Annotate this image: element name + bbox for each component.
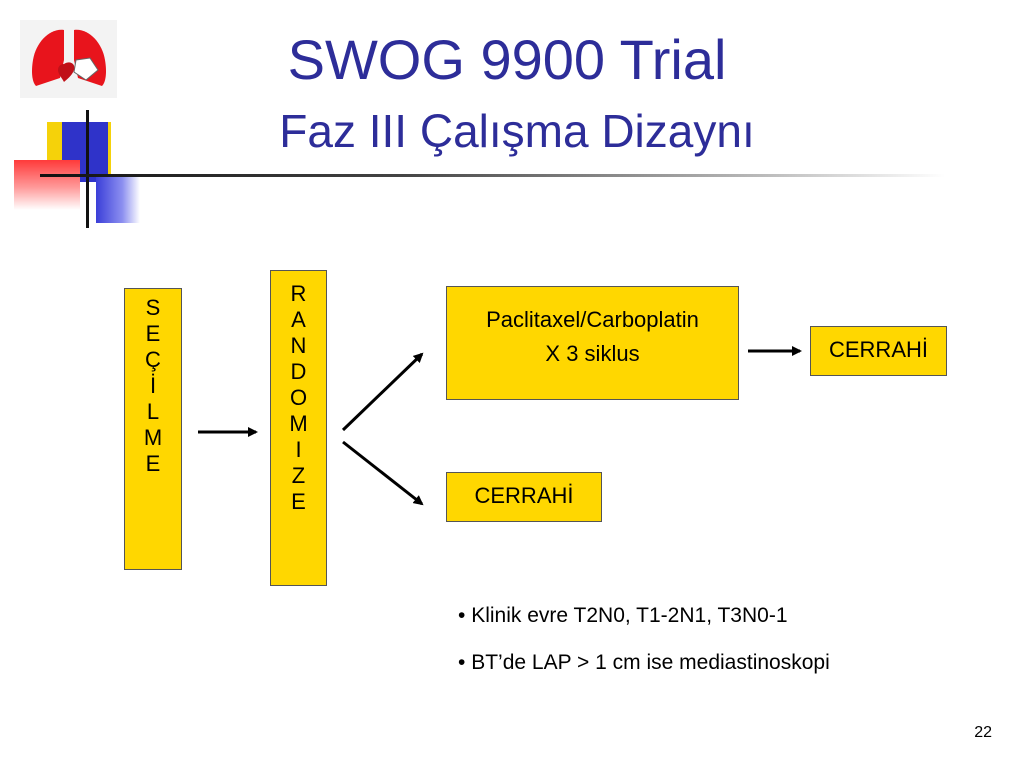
slide-title: SWOG 9900 Trial (0, 28, 1024, 92)
note-text: BT’de LAP > 1 cm ise mediastinoskopi (471, 651, 830, 674)
note-text: Klinik evre T2N0, T1-2N1, T3N0-1 (471, 604, 788, 627)
decor-red-gradient-square (14, 160, 80, 210)
page-number: 22 (974, 724, 992, 741)
lungs-logo-icon (20, 20, 117, 98)
arrow-randomize-to-surgery (342, 440, 424, 506)
selection-letter: Ç (145, 347, 161, 372)
decor-vertical-line (86, 110, 89, 228)
selection-letter: L (146, 399, 160, 424)
randomize-letter: O (289, 385, 308, 410)
randomize-letter: M (289, 411, 308, 436)
selection-letter: M (143, 425, 163, 450)
selection-box: S E Ç İ L M E (124, 288, 182, 570)
selection-letter: İ (149, 373, 157, 398)
chemo-regimen-label: Paclitaxel/Carboplatin (486, 307, 699, 332)
surgery-direct-box: CERRAHİ (446, 472, 602, 522)
randomize-letter: I (295, 437, 302, 462)
bullet-icon: • (458, 604, 466, 627)
arrow-randomize-to-chemo (341, 352, 424, 432)
chemo-arm-box: Paclitaxel/Carboplatin X 3 siklus (446, 286, 739, 400)
chemo-cycles-label: X 3 siklus (545, 341, 640, 366)
slide-subtitle: Faz III Çalışma Dizaynı (279, 105, 755, 157)
note-bullet-1: • Klinik evre T2N0, T1-2N1, T3N0-1 (458, 603, 788, 629)
randomize-letter: R (290, 281, 307, 306)
slide-title-text: SWOG 9900 Trial (287, 28, 727, 91)
decor-horizontal-rule (40, 174, 945, 177)
randomize-box: R A N D O M I Z E (270, 270, 327, 586)
decor-blue-gradient-square (96, 175, 140, 223)
surgery-after-chemo-box: CERRAHİ (810, 326, 947, 376)
randomize-letter: Z (291, 463, 306, 488)
randomize-letter: D (290, 359, 307, 384)
selection-letter: S (145, 295, 161, 320)
randomize-letter: A (291, 307, 306, 332)
note-bullet-2: • BT’de LAP > 1 cm ise mediastinoskopi (458, 650, 830, 676)
randomize-letter: E (291, 489, 306, 514)
selection-letter: E (145, 451, 161, 476)
bullet-icon: • (458, 651, 466, 674)
selection-letter: E (145, 321, 161, 346)
randomize-letter: N (290, 333, 307, 358)
